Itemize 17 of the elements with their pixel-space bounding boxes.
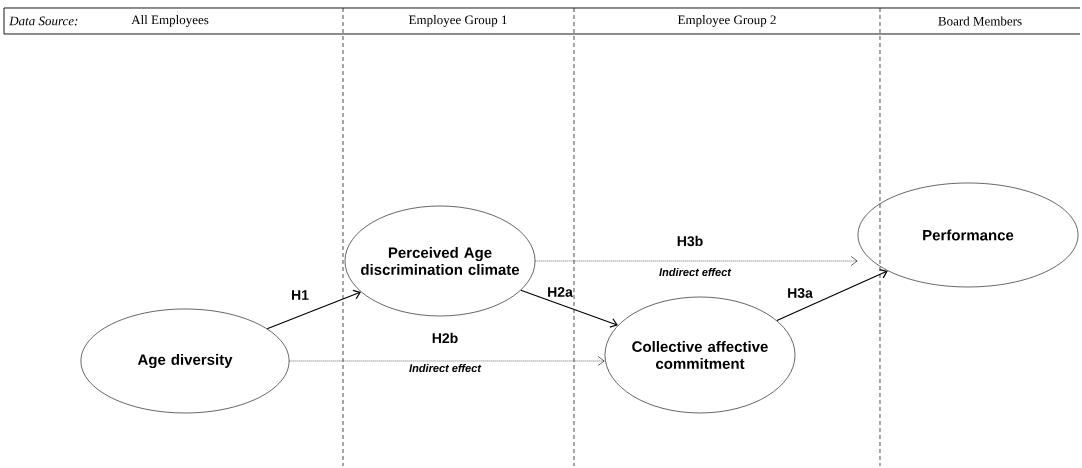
arrow bbox=[776, 269, 888, 322]
arrow bbox=[535, 256, 858, 266]
arrow bbox=[266, 289, 362, 330]
edge-label: H3b bbox=[677, 235, 703, 247]
edge-label: H1 bbox=[292, 290, 309, 300]
arrow bbox=[520, 289, 618, 328]
column-heading: Employee Group 1 bbox=[408, 15, 507, 27]
edge-label: H3a bbox=[788, 288, 813, 298]
effect-label: Indirect effect bbox=[409, 363, 482, 373]
column-heading: Employee Group 2 bbox=[677, 15, 776, 27]
column-heading: All Employees bbox=[131, 15, 209, 27]
edge-label: H2a bbox=[548, 287, 573, 297]
column-heading: Board Members bbox=[938, 16, 1022, 26]
column-heading: Data Source: bbox=[9, 16, 78, 26]
arrow bbox=[289, 356, 605, 366]
edge-label: H2b bbox=[432, 332, 458, 344]
effect-label: Indirect effect bbox=[659, 267, 732, 277]
